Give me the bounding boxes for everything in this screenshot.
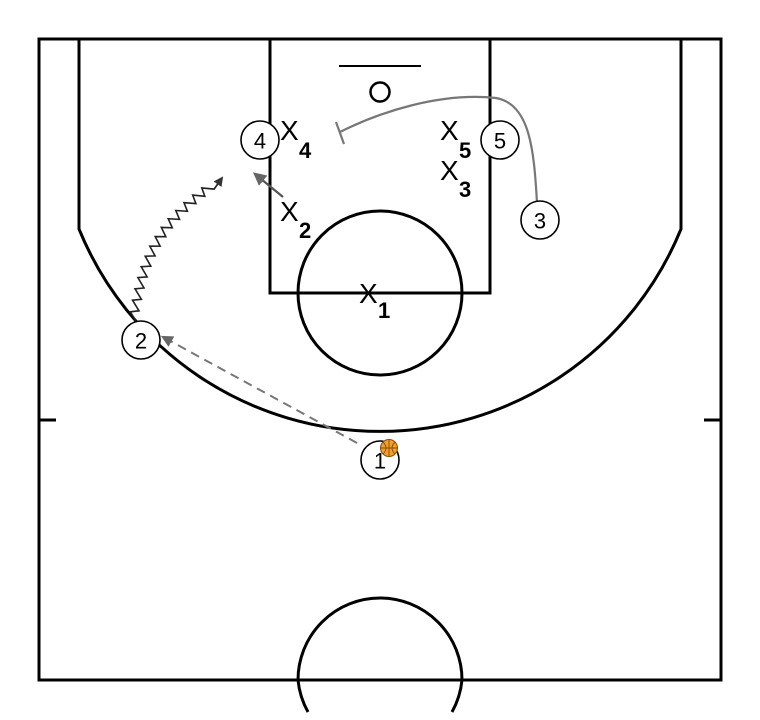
offense-player-3[interactable]: 3 [520,200,560,240]
center-circle-lower [296,679,310,713]
player-number: 3 [534,209,546,234]
defender-x5[interactable]: X 5 [440,115,471,163]
basketball-icon [380,439,398,457]
defender-mark: X [280,115,299,146]
player-number: 4 [254,129,266,154]
center-circle [296,596,464,681]
pass-line-1-to-2 [160,335,358,444]
rim [369,81,391,103]
defender-mark: X [440,155,459,186]
center-circle-lower-right [450,679,464,713]
defender-mark: X [359,278,378,309]
offense-player-5[interactable]: 5 [480,120,520,160]
defender-mark: X [280,196,299,227]
screen-line-3 [339,95,539,204]
defender-number: 3 [459,177,471,202]
defender-number: 1 [378,298,390,323]
defender-x4[interactable]: X 4 [280,115,312,163]
defender-x3[interactable]: X 3 [440,155,471,202]
offense-player-2[interactable]: 2 [121,320,161,360]
paint-lane [268,37,492,295]
defender-x2[interactable]: X 2 [280,196,311,243]
defender-mark: X [440,115,459,146]
defender-x1[interactable]: X 1 [359,278,390,323]
cut-line-x2 [252,172,284,198]
three-point-line [77,39,683,433]
defender-number: 2 [299,218,311,243]
free-throw-circle [296,209,464,377]
defender-number: 5 [459,138,471,163]
offense-player-4[interactable]: 4 [240,120,280,160]
player-number: 2 [135,329,147,354]
dribble-line-2 [128,176,224,323]
screen-bar-3 [334,121,346,145]
defender-number: 4 [299,138,312,163]
player-number: 5 [494,129,506,154]
